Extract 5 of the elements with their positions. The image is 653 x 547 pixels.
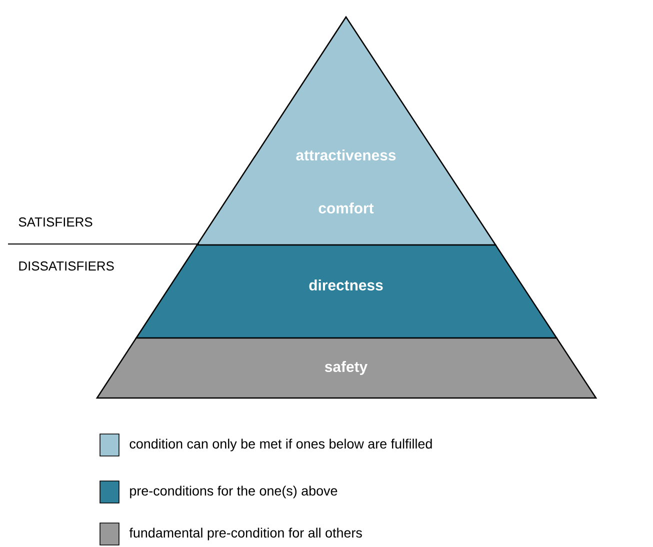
side-label: SATISFIERS [18, 217, 92, 227]
legend-text: fundamental pre-condition for all others [129, 528, 362, 540]
side-label: DISSATISFIERS [19, 261, 114, 271]
legend-text: condition can only be met if ones below are fulfilled [130, 438, 432, 452]
legend-text: pre-conditions for the one(s) above [130, 486, 338, 498]
